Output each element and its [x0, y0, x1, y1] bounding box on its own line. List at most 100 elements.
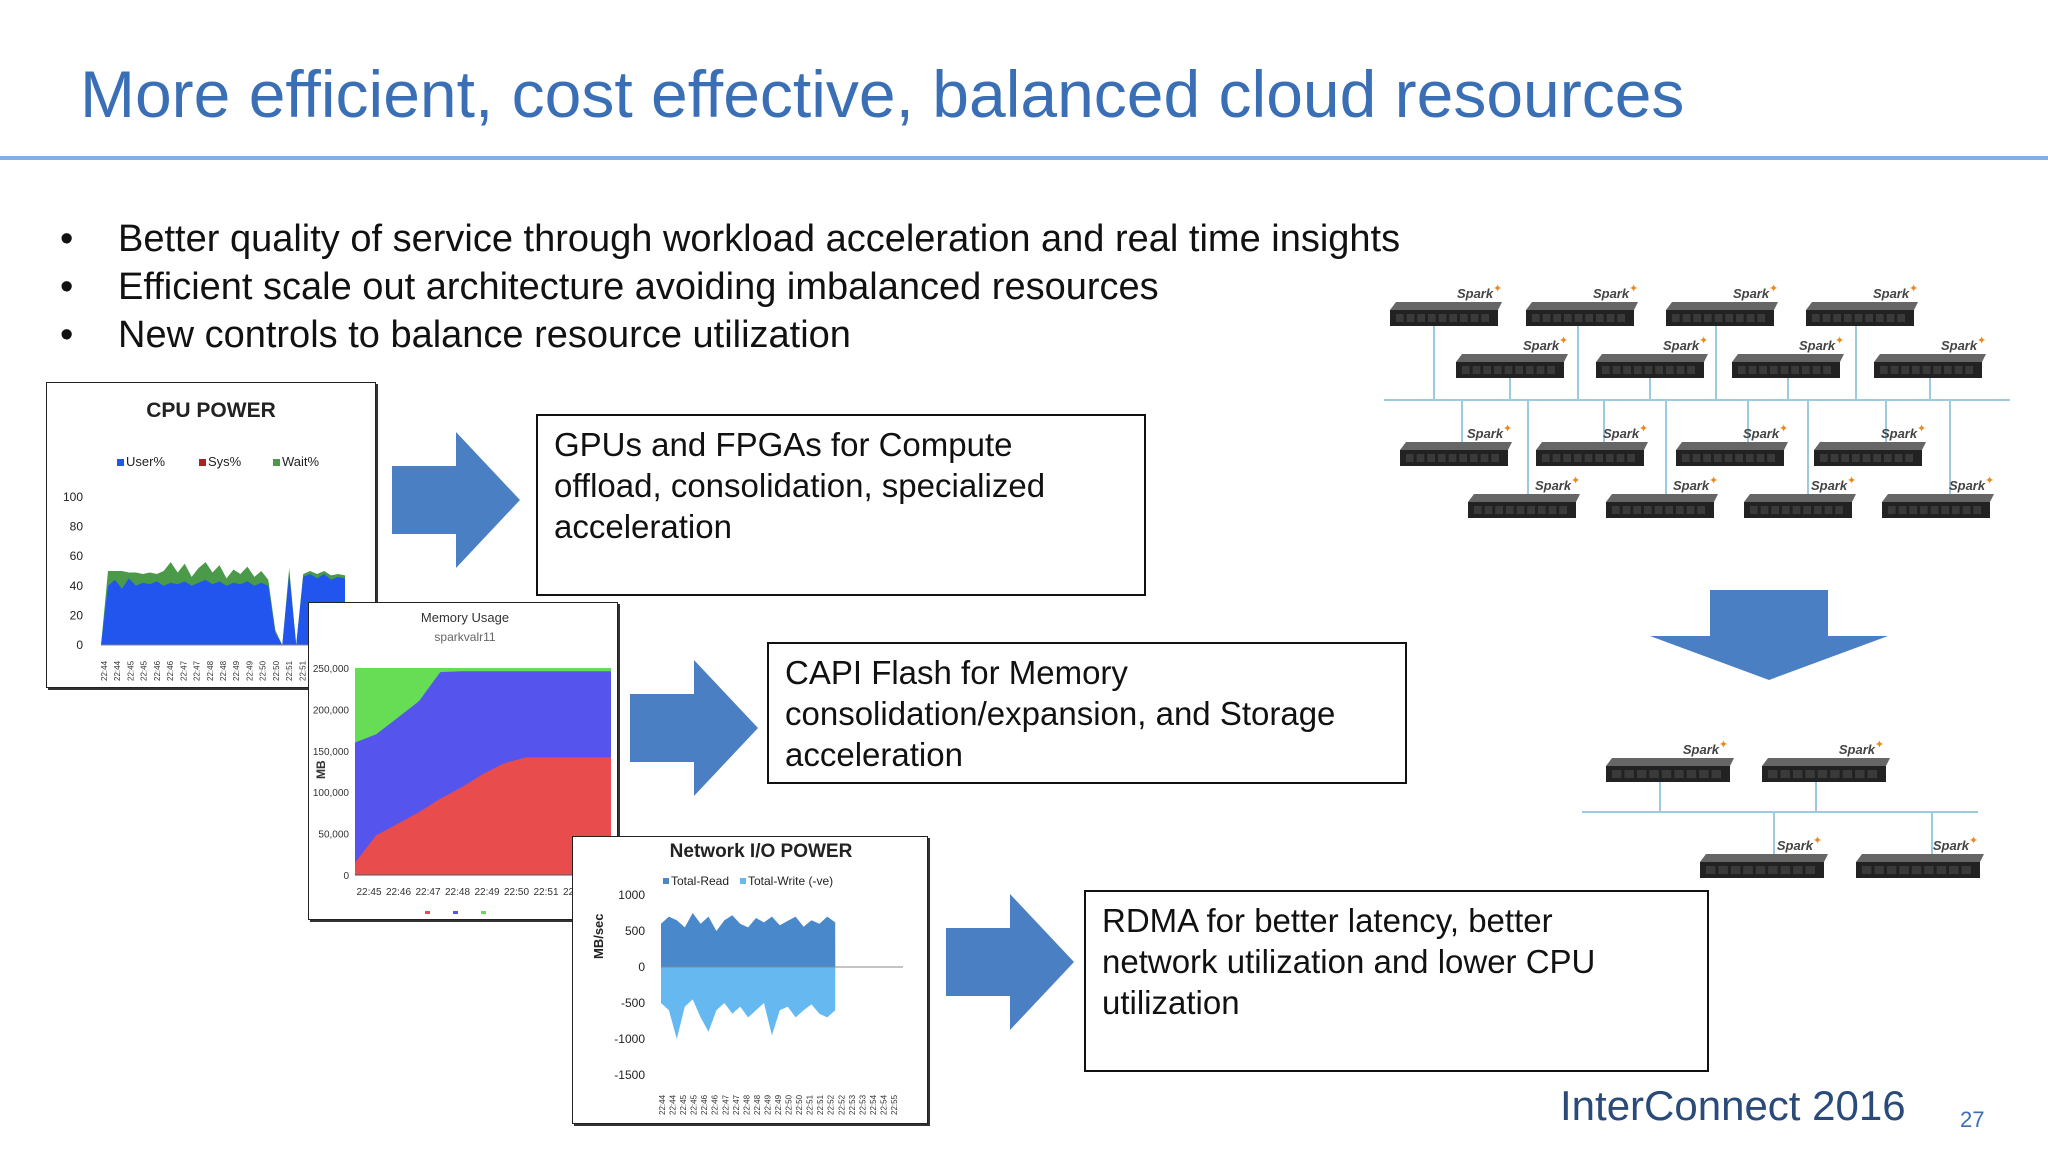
- server-rack-icon: Spark✦: [1882, 474, 1994, 518]
- y-tick-label: 60: [70, 549, 84, 563]
- drive-bay: [1574, 454, 1582, 462]
- chart-title: CPU POWER: [146, 399, 276, 422]
- drive-bay: [1718, 866, 1728, 874]
- x-tick-label: 22:46: [386, 887, 411, 898]
- drive-bay: [1672, 314, 1680, 322]
- x-tick-label: 22:47: [732, 1094, 741, 1115]
- page-number: 27: [1960, 1107, 1985, 1132]
- drive-bay: [1730, 866, 1741, 874]
- x-tick-label: 22:47: [179, 660, 188, 681]
- drive-bay: [1428, 314, 1436, 322]
- drive-bay: [1874, 866, 1884, 874]
- drive-bay: [1536, 366, 1545, 374]
- drive-bay: [1491, 454, 1499, 462]
- x-tick-label: 22:50: [259, 660, 268, 681]
- drive-bay: [1686, 770, 1697, 778]
- drive-bay: [1686, 506, 1695, 514]
- bullet-item: •New controls to balance resource utiliz…: [60, 314, 851, 356]
- spark-logo-label: Spark: [1777, 838, 1814, 853]
- drive-bay: [1704, 314, 1712, 322]
- x-tick-label: 22:46: [700, 1094, 709, 1115]
- drive-bay: [1406, 314, 1415, 322]
- drive-bay: [1714, 314, 1723, 322]
- bullet-item: •Efficient scale out architecture avoidi…: [60, 266, 1159, 308]
- drive-bay: [1973, 506, 1981, 514]
- x-tick-label: 22:46: [153, 660, 162, 681]
- drive-bay: [1693, 314, 1701, 322]
- title-divider: [0, 156, 2048, 160]
- spark-logo-label: Spark: [1881, 426, 1918, 441]
- drive-bay: [1803, 506, 1811, 514]
- drive-bay: [1606, 454, 1614, 462]
- y-tick-label: 0: [76, 638, 83, 652]
- drive-bay: [1612, 506, 1620, 514]
- server-top: [1526, 302, 1638, 310]
- drive-bay: [1862, 454, 1871, 462]
- drive-bay: [1767, 454, 1775, 462]
- drive-bay: [1886, 314, 1895, 322]
- y-tick-label: 100: [63, 490, 83, 504]
- x-tick-label: 22:45: [356, 887, 381, 898]
- drive-bay: [1547, 366, 1555, 374]
- drive-bay: [1909, 506, 1917, 514]
- x-tick-label: 22:49: [245, 660, 254, 681]
- drive-bay: [1812, 314, 1820, 322]
- y-tick-label: -1500: [614, 1068, 645, 1082]
- drive-bay: [1746, 314, 1755, 322]
- drive-bay: [1484, 506, 1493, 514]
- drive-bay: [1805, 866, 1815, 874]
- spark-logo-label: Spark: [1873, 286, 1910, 301]
- drive-bay: [1563, 454, 1571, 462]
- drive-bay: [1406, 454, 1414, 462]
- server-top: [1856, 854, 1984, 862]
- drive-bay: [1655, 366, 1663, 374]
- drive-bay: [1417, 314, 1425, 322]
- spark-logo-label: Spark: [1663, 338, 1700, 353]
- drive-bay: [1936, 866, 1947, 874]
- server-front: [1400, 450, 1508, 466]
- drive-bay: [1714, 454, 1722, 462]
- drive-bay: [1842, 770, 1853, 778]
- bullet-item: •Better quality of service through workl…: [60, 218, 1401, 260]
- server-top: [1596, 354, 1708, 362]
- x-tick-label: 22:51: [298, 660, 307, 681]
- drive-bay: [1894, 454, 1903, 462]
- drive-bay: [1676, 506, 1684, 514]
- server-rack-icon: Spark✦: [1526, 282, 1638, 326]
- spark-star-icon: ✦: [1699, 334, 1708, 347]
- drive-bay: [1738, 366, 1746, 374]
- drive-bay: [1438, 314, 1447, 322]
- drive-bay: [1820, 454, 1828, 462]
- server-front: [1456, 362, 1564, 378]
- server-rack-icon: Spark✦: [1874, 334, 1986, 378]
- drive-bay: [1920, 506, 1928, 514]
- drive-bay: [1771, 506, 1779, 514]
- legend-swatch: [117, 459, 124, 466]
- drive-bay: [1941, 506, 1949, 514]
- server-rack-icon: Spark✦: [1390, 282, 1502, 326]
- drive-bay: [1736, 314, 1744, 322]
- drive-bay: [1768, 770, 1778, 778]
- drive-bay: [1623, 366, 1631, 374]
- slide-title: More efficient, cost effective, balanced…: [80, 57, 1685, 131]
- drive-bay: [1416, 454, 1425, 462]
- drive-bay: [1616, 454, 1625, 462]
- legend-label: Total-Read: [671, 874, 729, 888]
- drive-bay: [1460, 314, 1468, 322]
- drive-bay: [1448, 454, 1457, 462]
- drive-bay: [1780, 770, 1790, 778]
- drive-bay: [1944, 366, 1952, 374]
- right-arrow-icon: [946, 894, 1074, 1030]
- drive-bay: [1854, 314, 1863, 322]
- drive-bay: [1449, 314, 1457, 322]
- y-tick-label: 200,000: [313, 705, 350, 716]
- drive-bay: [1548, 506, 1557, 514]
- x-tick-label: 22:45: [690, 1094, 699, 1115]
- x-tick-label: 22:54: [879, 1094, 888, 1115]
- drive-bay: [1636, 770, 1647, 778]
- server-front: [1596, 362, 1704, 378]
- legend-swatch: [453, 911, 458, 914]
- drive-bay: [1612, 770, 1622, 778]
- drive-bay: [1888, 506, 1896, 514]
- x-tick-label: 22:44: [100, 660, 109, 681]
